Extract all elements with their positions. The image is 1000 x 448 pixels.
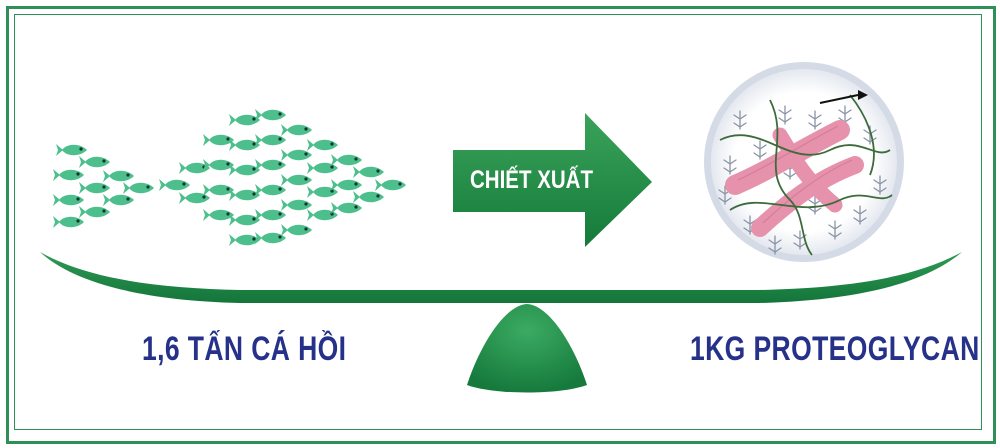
right-quantity-label: 1KG PROTEOGLYCAN (690, 330, 980, 368)
molecule-sprig (828, 220, 842, 240)
fish-icon (281, 124, 312, 136)
extraction-label: CHIẾT XUẤT (470, 166, 593, 194)
fish-icon (79, 182, 110, 194)
molecule-sprig (753, 140, 767, 160)
fish-icon (103, 194, 134, 206)
fish-icon (353, 191, 384, 203)
fish-icon (79, 156, 110, 168)
fish-icon (255, 209, 286, 221)
fish-icon (53, 216, 84, 228)
fish-icon (331, 154, 362, 166)
fish-icon (255, 109, 286, 121)
molecule-sprig (808, 195, 822, 215)
fish-icon (281, 149, 312, 161)
fish-icon (53, 169, 84, 181)
fish-icon (281, 224, 312, 236)
fish-icon (281, 199, 312, 211)
molecule-sprig (808, 110, 822, 130)
fish-icon (353, 166, 384, 178)
fish-icon (307, 139, 338, 151)
fish-icon (331, 179, 362, 191)
fish-icon (229, 234, 260, 246)
molecule-sprig (733, 110, 747, 130)
fish-icon (255, 159, 286, 171)
inner-frame (14, 14, 982, 430)
fish-icon (331, 202, 362, 214)
extraction-arrow-icon (453, 113, 652, 247)
balance-scale-icon (40, 252, 962, 393)
fish-icon (79, 206, 110, 218)
fish-icon (123, 182, 154, 194)
fish-icon (103, 170, 134, 182)
molecule-sprig (768, 235, 782, 255)
fish-icon (159, 179, 190, 191)
molecule-sprig (873, 175, 887, 195)
fish-icon (255, 184, 286, 196)
fish-icon (375, 179, 406, 191)
molecule-sprig (778, 105, 792, 125)
fish-icon (53, 194, 84, 206)
outer-frame (6, 6, 996, 444)
fish-icon (56, 144, 87, 156)
fish-icon (255, 232, 286, 244)
left-quantity-label: 1,6 TẤN CÁ HỒI (142, 330, 347, 368)
fish-icon (255, 134, 286, 146)
fish-icon (281, 174, 312, 186)
proteoglycan-molecule-icon (704, 62, 904, 262)
molecule-sprig (723, 155, 737, 175)
molecule-sprig (853, 205, 867, 225)
salmon-school-icon (53, 109, 406, 246)
